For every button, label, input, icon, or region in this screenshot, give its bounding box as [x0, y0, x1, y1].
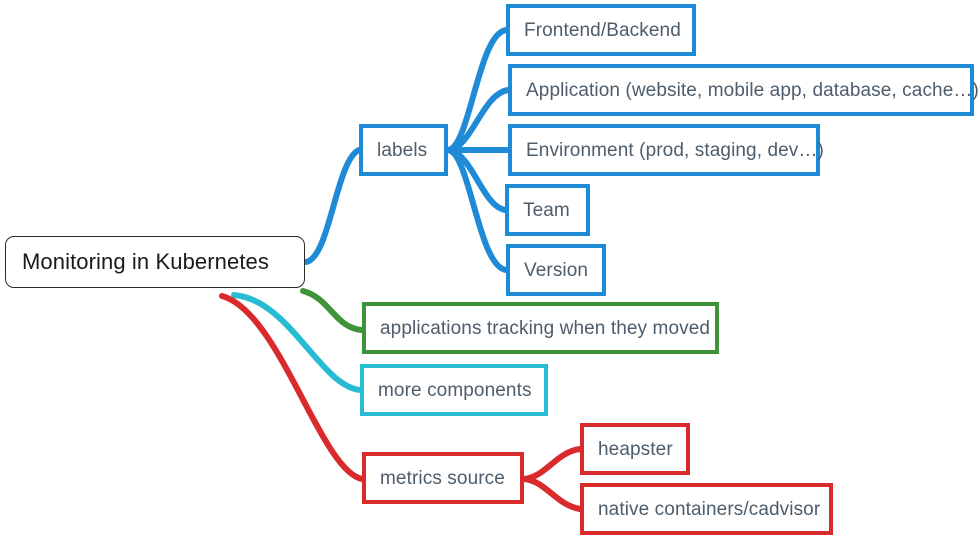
- branch-node-more-components-label: more components: [378, 379, 532, 401]
- connector-metrics-source-to-heapster: [521, 446, 583, 482]
- leaf-node-frontend-backend[interactable]: Frontend/Backend: [506, 4, 696, 56]
- branch-node-more-components[interactable]: more components: [360, 364, 548, 416]
- leaf-node-version[interactable]: Version: [506, 244, 606, 296]
- leaf-node-application-label: Application (website, mobile app, databa…: [526, 79, 978, 101]
- leaf-node-environment[interactable]: Environment (prod, staging, dev…): [508, 124, 824, 176]
- connector-root-to-metrics-source: [219, 293, 365, 482]
- leaf-node-version-label: Version: [524, 259, 589, 281]
- leaf-node-team-label: Team: [523, 199, 570, 221]
- leaf-node-team[interactable]: Team: [505, 184, 590, 236]
- connector-root-to-applications-tracking: [300, 288, 365, 333]
- connector-labels-to-application: [445, 87, 511, 153]
- leaf-node-heapster[interactable]: heapster: [580, 423, 690, 475]
- root-node-label: Monitoring in Kubernetes: [22, 249, 269, 274]
- leaf-node-frontend-backend-label: Frontend/Backend: [524, 19, 681, 41]
- connector-labels-to-version: [445, 147, 509, 273]
- leaf-node-native-containers-cadvisor[interactable]: native containers/cadvisor: [580, 483, 833, 535]
- connector-labels-to-team: [445, 147, 508, 213]
- branch-node-labels[interactable]: labels: [359, 124, 448, 176]
- connector-root-to-more-components: [231, 292, 363, 393]
- branch-node-applications-tracking[interactable]: applications tracking when they moved: [362, 302, 719, 354]
- leaf-node-environment-label: Environment (prod, staging, dev…): [526, 139, 824, 161]
- root-node[interactable]: Monitoring in Kubernetes: [5, 236, 305, 288]
- branch-node-metrics-source[interactable]: metrics source: [362, 452, 524, 504]
- branch-node-labels-label: labels: [377, 139, 428, 161]
- connector-root-to-labels: [303, 147, 362, 265]
- leaf-node-application[interactable]: Application (website, mobile app, databa…: [508, 64, 978, 116]
- connector-labels-to-frontend-backend: [445, 27, 509, 153]
- connector-metrics-source-to-native-containers-cadvisor: [521, 476, 583, 512]
- leaf-node-heapster-label: heapster: [598, 438, 673, 460]
- branch-node-applications-tracking-label: applications tracking when they moved: [380, 317, 711, 339]
- leaf-node-native-containers-cadvisor-label: native containers/cadvisor: [598, 498, 821, 520]
- branch-node-metrics-source-label: metrics source: [380, 467, 505, 489]
